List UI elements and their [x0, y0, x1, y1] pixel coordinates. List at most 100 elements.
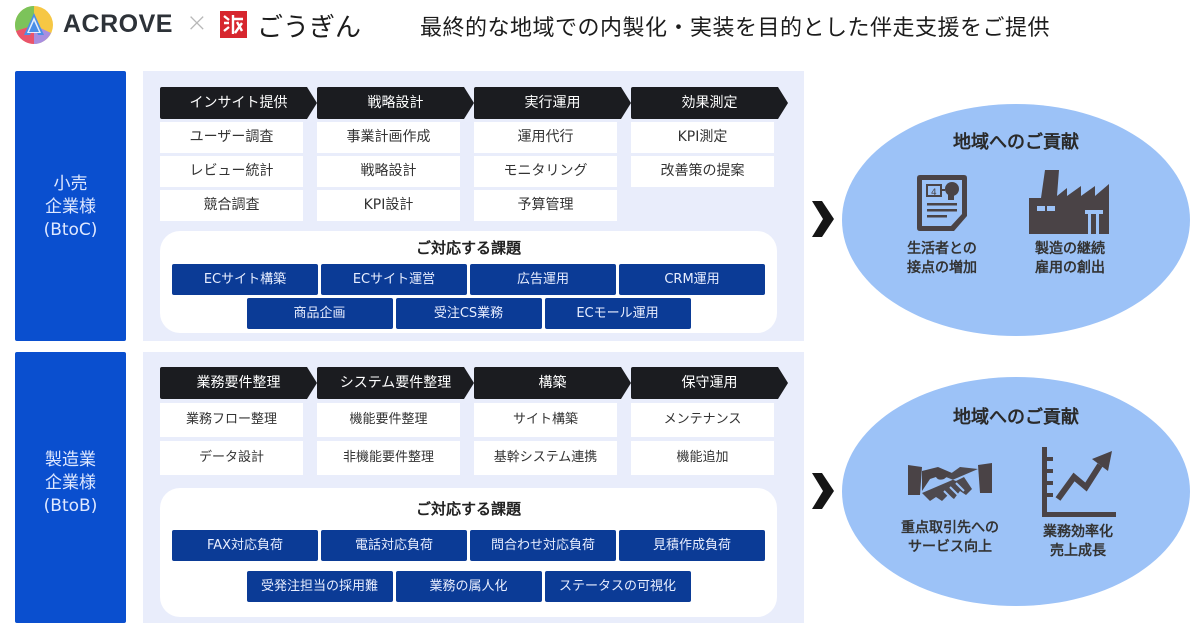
step-header: インサイト提供	[160, 87, 317, 119]
issue-chip-row: ECサイト構築 ECサイト運営 広告運用 CRM運用	[160, 264, 777, 295]
step-task: メンテナンス	[631, 403, 774, 437]
issue-chip: 受注CS業務	[395, 298, 542, 329]
step-task: サイト構築	[474, 403, 617, 437]
step-maintenance: 保守運用 メンテナンス 機能追加	[631, 367, 788, 475]
issue-chip: 見積作成負荷	[619, 530, 765, 561]
issue-chip: ECサイト構築	[172, 264, 318, 295]
issues-title: ご対応する課題	[415, 500, 521, 518]
consumer-document-icon: 4	[917, 175, 967, 231]
factory-icon	[1029, 170, 1109, 234]
issue-chip-row: FAX対応負荷 電話対応負荷 問合わせ対応負荷 見積作成負荷	[160, 530, 777, 561]
step-task: 機能要件整理	[317, 403, 460, 437]
service-panel-btob: 業務要件整理 業務フロー整理 データ設計 システム要件整理 機能要件整理 非機能…	[143, 352, 804, 623]
step-execution: 実行運用 運用代行 モニタリング 予算管理	[474, 87, 631, 221]
step-insight: インサイト提供 ユーザー調査 レビュー統計 競合調査	[160, 87, 317, 221]
label-line2: 接点の増加	[907, 260, 977, 276]
label-line1: 業務効率化	[1043, 524, 1113, 540]
contribution-item: 業務効率化 売上成長	[1018, 447, 1138, 561]
contribution-label: 生活者との 接点の増加	[882, 240, 1002, 278]
step-task: モニタリング	[474, 156, 617, 187]
step-task: ユーザー調査	[160, 122, 303, 153]
step-strategy: 戦略設計 事業計画作成 戦略設計 KPI設計	[317, 87, 474, 221]
label-line1: 生活者との	[907, 241, 977, 257]
segment-line3: (BtoC)	[43, 220, 98, 240]
contribution-ellipse-btob: 地域へのご貢献 重点取引先への サービス向上 業務効率化 売上成長	[842, 377, 1190, 606]
issue-chip-row: 商品企画 受注CS業務 ECモール運用	[160, 298, 777, 329]
contribution-title: 地域へのご貢献	[953, 132, 1079, 153]
step-task: レビュー統計	[160, 156, 303, 187]
contribution-item: 製造の継続 雇用の創出	[1010, 168, 1130, 278]
step-header: 実行運用	[474, 87, 631, 119]
chevron-right-icon	[812, 201, 834, 237]
process-steps: インサイト提供 ユーザー調査 レビュー統計 競合調査 戦略設計 事業計画作成 戦…	[160, 87, 788, 221]
issue-chip: 問合わせ対応負荷	[470, 530, 616, 561]
gougin-wordmark: ごうぎん	[257, 13, 362, 43]
issue-chip: 業務の属人化	[395, 571, 542, 602]
issues-box: ご対応する課題 ECサイト構築 ECサイト運営 広告運用 CRM運用 商品企画 …	[160, 231, 777, 333]
contribution-title: 地域へのご貢献	[953, 407, 1079, 428]
step-header: 保守運用	[631, 367, 788, 399]
issue-chip: FAX対応負荷	[172, 530, 318, 561]
issue-chip: 受発注担当の採用難	[246, 571, 393, 602]
handshake-icon	[908, 463, 992, 501]
label-line1: 重点取引先への	[901, 520, 999, 536]
segment-retail-btoc: 小売 企業様 (BtoC)	[15, 71, 126, 341]
step-task: 予算管理	[474, 190, 617, 221]
contribution-label: 重点取引先への サービス向上	[890, 519, 1010, 557]
label-line2: 雇用の創出	[1035, 260, 1105, 276]
step-header: 戦略設計	[317, 87, 474, 119]
step-task: データ設計	[160, 441, 303, 475]
acrove-wordmark: ACROVE	[63, 10, 173, 38]
chevron-right-icon	[812, 473, 834, 509]
step-task: KPI測定	[631, 122, 774, 153]
step-task: 競合調査	[160, 190, 303, 221]
step-task: 戦略設計	[317, 156, 460, 187]
contribution-item: 4 生活者との 接点の増加	[882, 172, 1002, 278]
issue-chip: CRM運用	[619, 264, 765, 295]
header: ACROVE × ごうぎん 最終的な地域での内製化・実装を目的とした伴走支援をご…	[0, 0, 1200, 52]
label-line2: サービス向上	[908, 539, 992, 555]
step-business-requirements: 業務要件整理 業務フロー整理 データ設計	[160, 367, 317, 475]
step-header: システム要件整理	[317, 367, 474, 399]
page-headline: 最終的な地域での内製化・実装を目的とした伴走支援をご提供	[420, 16, 1051, 41]
step-task: 改善策の提案	[631, 156, 774, 187]
issue-chip: ECサイト運営	[321, 264, 467, 295]
acrove-logo-icon	[15, 6, 53, 44]
contribution-ellipse-btoc: 地域へのご貢献 4 生活者との 接点の増加 製造の継続	[842, 104, 1190, 336]
process-steps: 業務要件整理 業務フロー整理 データ設計 システム要件整理 機能要件整理 非機能…	[160, 367, 788, 475]
issues-title: ご対応する課題	[415, 239, 521, 257]
svg-text:4: 4	[931, 188, 937, 198]
contribution-item: 重点取引先への サービス向上	[890, 461, 1010, 557]
segment-line1: 小売	[53, 174, 88, 194]
growth-chart-icon	[1042, 447, 1116, 517]
issue-chip: ECモール運用	[544, 298, 691, 329]
issue-chip-row: 受発注担当の採用難 業務の属人化 ステータスの可視化	[160, 571, 777, 602]
collaboration-separator: ×	[186, 8, 208, 38]
segment-line2: 企業様	[45, 473, 96, 493]
step-task: KPI設計	[317, 190, 460, 221]
contribution-label: 業務効率化 売上成長	[1018, 523, 1138, 561]
step-task: 業務フロー整理	[160, 403, 303, 437]
step-header: 構築	[474, 367, 631, 399]
label-line1: 製造の継続	[1035, 241, 1105, 257]
label-line2: 売上成長	[1050, 543, 1106, 559]
step-task: 運用代行	[474, 122, 617, 153]
segment-manufacturing-btob: 製造業 企業様 (BtoB)	[15, 352, 126, 623]
gougin-logo-icon	[220, 11, 247, 38]
step-system-requirements: システム要件整理 機能要件整理 非機能要件整理	[317, 367, 474, 475]
issues-box: ご対応する課題 FAX対応負荷 電話対応負荷 問合わせ対応負荷 見積作成負荷 受…	[160, 488, 777, 617]
contribution-label: 製造の継続 雇用の創出	[1010, 240, 1130, 278]
step-build: 構築 サイト構築 基幹システム連携	[474, 367, 631, 475]
step-task: 事業計画作成	[317, 122, 460, 153]
issue-chip: ステータスの可視化	[544, 571, 691, 602]
issue-chip: 広告運用	[470, 264, 616, 295]
step-task: 基幹システム連携	[474, 441, 617, 475]
step-header: 効果測定	[631, 87, 788, 119]
segment-line3: (BtoB)	[43, 496, 98, 516]
issue-chip: 商品企画	[246, 298, 393, 329]
step-header: 業務要件整理	[160, 367, 317, 399]
segment-line2: 企業様	[45, 197, 96, 217]
step-task: 非機能要件整理	[317, 441, 460, 475]
service-panel-btoc: インサイト提供 ユーザー調査 レビュー統計 競合調査 戦略設計 事業計画作成 戦…	[143, 71, 804, 341]
issue-chip: 電話対応負荷	[321, 530, 467, 561]
